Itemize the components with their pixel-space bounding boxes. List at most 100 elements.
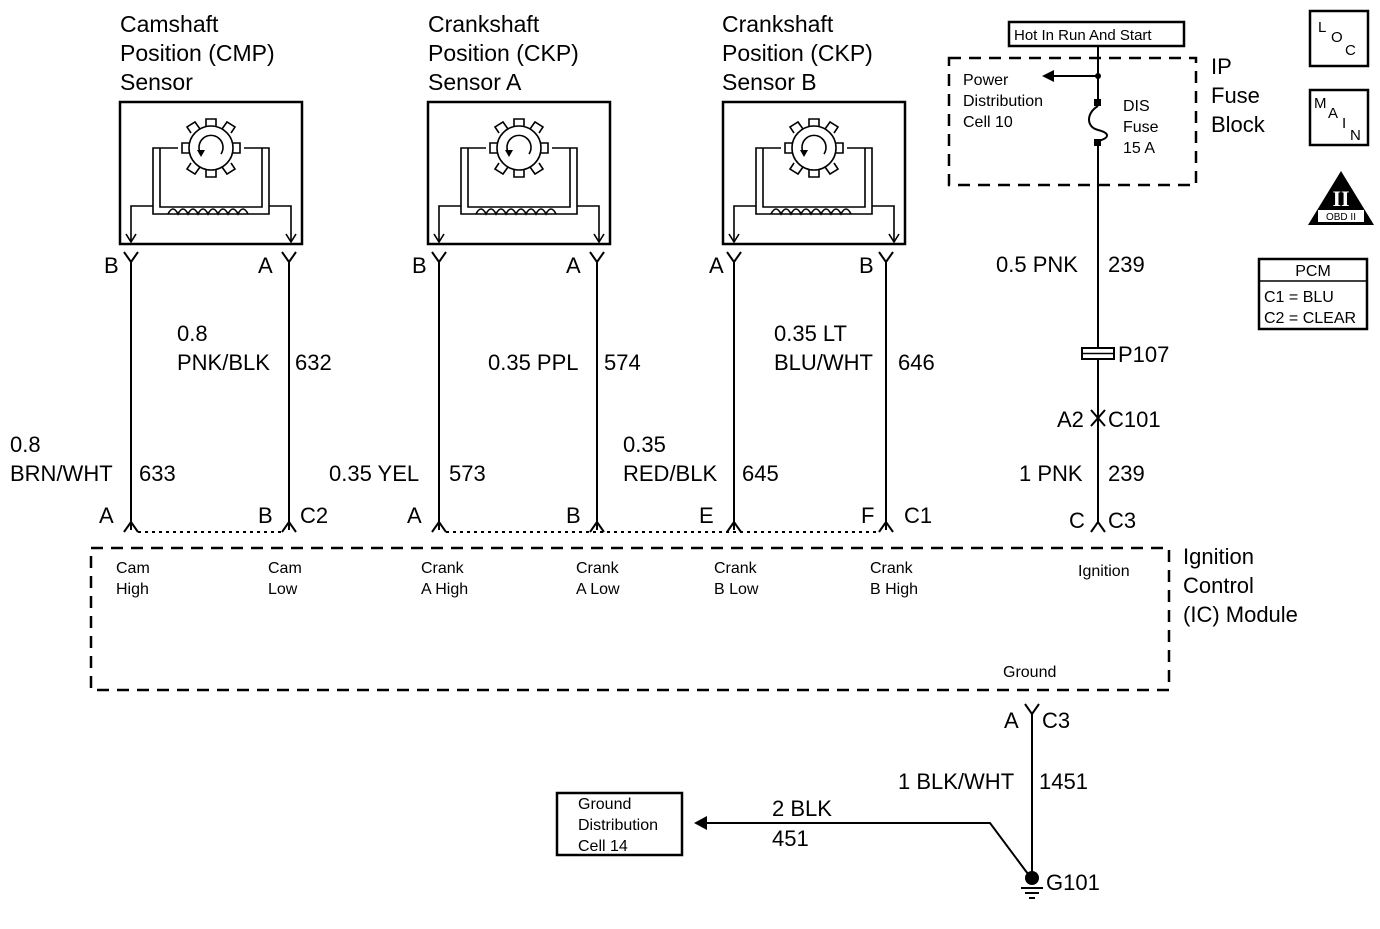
connector-c1-label: C1: [904, 503, 932, 528]
cmp-sensor-title: Camshaft Position (CMP) Sensor: [120, 11, 275, 95]
wire-573-label: 0.35 YEL: [329, 461, 419, 486]
reluctor-wheel-icon: [784, 118, 844, 178]
pcm-title: PCM: [1295, 263, 1331, 280]
ground-labels: A C3 1 BLK/WHT 1451 2 BLK 451 G101: [772, 708, 1100, 895]
module-pin-cam-low: B: [258, 503, 273, 528]
terminal-crank-a-high-1: Crank: [421, 560, 465, 577]
feed-wire-labels: 0.5 PNK 239 P107 A2 C101 1 PNK 239: [996, 252, 1169, 486]
pcm-legend-box: PCM C1 = BLU C2 = CLEAR: [1257, 257, 1369, 331]
module-connector-arrows: [123, 520, 1106, 533]
dis-fuse-label: DIS Fuse 15 A: [1123, 98, 1159, 157]
main-letter-m: M: [1314, 95, 1327, 112]
pickup-coil-icon: [125, 147, 297, 244]
main-letter-n: N: [1350, 127, 1361, 144]
module-pin-crank-b-low: E: [699, 503, 714, 528]
c101-lower-arrow: [1090, 416, 1106, 427]
hot-in-run-and-start-label: Hot In Run And Start: [1014, 27, 1152, 44]
c3-bottom-pin-label: A: [1004, 708, 1019, 733]
ckp-a-sensor-title: Crankshaft Position (CKP) Sensor A: [428, 11, 579, 95]
wire-633-color: BRN/WHT: [10, 461, 113, 486]
power-distribution-label: Power Distribution Cell 10: [963, 72, 1043, 131]
terminal-ground: Ground: [1003, 664, 1056, 681]
fuse-block-title-line-2: Fuse: [1211, 83, 1260, 108]
wire-239-bot-circuit: 239: [1108, 461, 1145, 486]
loc-letter-c: C: [1345, 42, 1356, 59]
module-pin-labels: A B C2 A B E F C1 C C3: [99, 503, 1136, 533]
c101-pin-label: A2: [1057, 407, 1084, 432]
ckp-b-title-line-1: Crankshaft: [722, 11, 834, 37]
ckp-b-pin-a: A: [709, 253, 724, 278]
ckp-a-pin-b: B: [412, 253, 427, 278]
cmp-title-line-1: Camshaft: [120, 11, 219, 37]
wire-632-circuit: 632: [295, 350, 332, 375]
ground-distribution-box: [555, 791, 684, 857]
module-title-line-1: Ignition: [1183, 544, 1254, 569]
wire-645-circuit: 645: [742, 461, 779, 486]
wire-239-top-label: 0.5 PNK: [996, 252, 1078, 277]
power-dist-line-1: Power: [963, 72, 1009, 89]
cmp-title-line-3: Sensor: [120, 69, 193, 95]
cmp-sensor-box: [118, 100, 304, 246]
cmp-pin-b: B: [104, 253, 119, 278]
terminal-ignition: Ignition: [1078, 563, 1130, 580]
wire-646-color: BLU/WHT: [774, 350, 873, 375]
c101-label: C101: [1108, 407, 1161, 432]
ground-dist-line-1: Ground: [578, 796, 631, 813]
ckp-a-title-line-3: Sensor A: [428, 69, 522, 95]
module-pin-ignition: C: [1069, 508, 1085, 533]
feed-wire-239: [1081, 146, 1115, 522]
cmp-pin-a: A: [258, 253, 273, 278]
module-terminal-labels: Cam High Cam Low Crank A High Crank A Lo…: [116, 560, 1130, 681]
loc-icon: L O C: [1308, 9, 1370, 68]
terminal-crank-a-high-2: A High: [421, 581, 468, 598]
wire-labels: 0.8 BRN/WHT 633 0.8 PNK/BLK 632 0.35 YEL…: [10, 321, 935, 486]
wire-573-circuit: 573: [449, 461, 486, 486]
dis-fuse-icon: [1042, 46, 1108, 146]
main-letter-i: I: [1342, 115, 1346, 132]
wire-633-circuit: 633: [139, 461, 176, 486]
fuse-block-title-line-3: Block: [1211, 112, 1266, 137]
dis-fuse-line-3: 15 A: [1123, 140, 1155, 157]
obd-ii-label: OBD II: [1326, 212, 1356, 223]
loc-letter-l: L: [1318, 19, 1326, 36]
ground-symbol-icon: [1021, 887, 1043, 899]
c3-bottom-label: C3: [1042, 708, 1070, 733]
cmp-title-line-2: Position (CMP): [120, 40, 275, 66]
signal-wires: [130, 262, 887, 530]
wire-451-label: 2 BLK: [772, 796, 832, 821]
terminal-crank-b-high-1: Crank: [870, 560, 914, 577]
ground-circuit: [694, 703, 1043, 899]
terminal-crank-b-high-2: B High: [870, 581, 918, 598]
terminal-cam-low-2: Low: [268, 581, 298, 598]
sensor-connector-arrows: [123, 251, 894, 264]
pickup-coil-icon: [728, 147, 900, 244]
wire-239-bot-label: 1 PNK: [1019, 461, 1083, 486]
fuse-block-title-line-1: IP: [1211, 54, 1232, 79]
connector-c2-label: C2: [300, 503, 328, 528]
terminal-cam-high-2: High: [116, 581, 149, 598]
c3-bottom-arrow: [1024, 703, 1040, 716]
power-dist-line-2: Distribution: [963, 93, 1043, 110]
ground-distribution-label: Ground Distribution Cell 14: [578, 796, 658, 855]
module-pin-crank-a-low: B: [566, 503, 581, 528]
terminal-cam-high-1: Cam: [116, 560, 150, 577]
ip-fuse-block-box: [947, 56, 1198, 187]
sensor-pin-labels: B A B A A B: [104, 253, 874, 278]
hot-in-run-and-start-box: [1007, 20, 1186, 48]
wire-646-circuit: 646: [898, 350, 935, 375]
module-title: Ignition Control (IC) Module: [1183, 544, 1298, 627]
ckp-a-title-line-2: Position (CKP): [428, 40, 579, 66]
wire-451-circuit: 451: [772, 826, 809, 851]
ckp-b-title-line-3: Sensor B: [722, 69, 817, 95]
ckp-a-sensor-box: [426, 100, 612, 246]
module-title-line-2: Control: [1183, 573, 1254, 598]
main-icon: M A I N: [1308, 88, 1370, 147]
power-dist-line-3: Cell 10: [963, 114, 1013, 131]
ckp-b-sensor-box: [721, 100, 907, 246]
wire-632-color: PNK/BLK: [177, 350, 270, 375]
reluctor-wheel-icon: [489, 118, 549, 178]
pcm-line-c2: C2 = CLEAR: [1264, 310, 1356, 327]
dis-fuse-line-1: DIS: [1123, 98, 1150, 115]
ckp-a-pin-a: A: [566, 253, 581, 278]
splice-p107-label: P107: [1118, 342, 1169, 367]
